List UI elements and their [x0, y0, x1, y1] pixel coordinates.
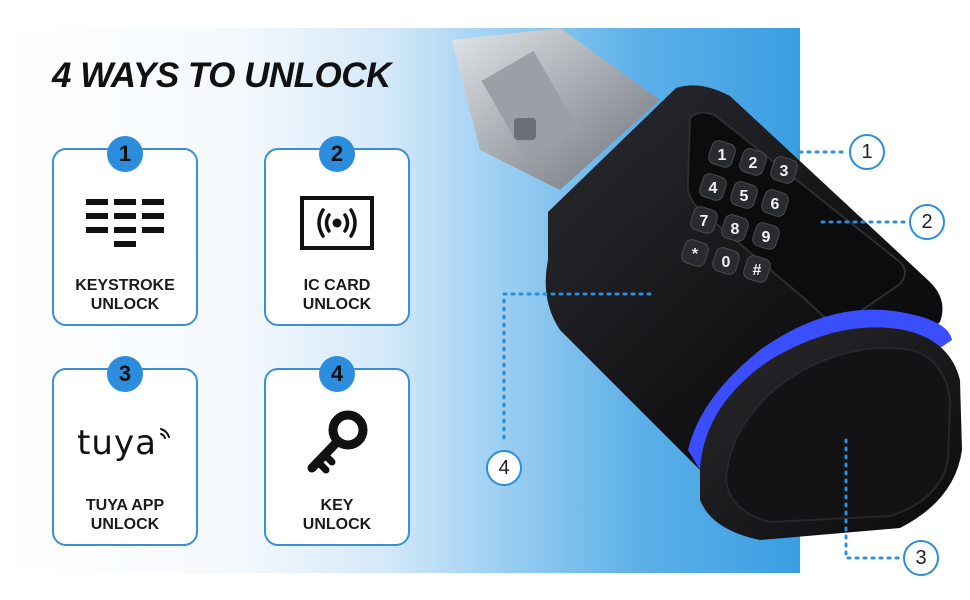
callout-4: 4: [486, 450, 522, 486]
leader-lines: [502, 150, 908, 560]
method-number-badge: 4: [319, 356, 355, 392]
keypad-key: 0: [712, 247, 740, 275]
method-number-badge: 1: [107, 136, 143, 172]
keypad-key-label: #: [753, 262, 762, 279]
keypad-key: 5: [730, 181, 758, 209]
page-title: 4 WAYS TO UNLOCK: [52, 56, 391, 95]
keypad-key-label: 3: [780, 163, 789, 180]
keypad-icon: [54, 188, 196, 258]
method-label: IC CARD UNLOCK: [302, 277, 372, 313]
keypad-key: 4: [699, 173, 727, 201]
lock-end-cap: [700, 327, 962, 540]
wifi-signal-icon: [159, 428, 170, 439]
keypad-key-label: 6: [771, 196, 780, 213]
method-number-badge: 2: [319, 136, 355, 172]
keypad-key-label: 7: [700, 213, 709, 230]
method-label: TUYA APP UNLOCK: [85, 497, 165, 533]
callout-1: 1: [849, 134, 885, 170]
leader-line-4: [502, 292, 652, 446]
leader-line-3: [844, 438, 902, 560]
rfid-card-icon: [266, 188, 408, 258]
callout-3: 3: [903, 540, 939, 576]
keypad-key: *: [681, 239, 709, 267]
method-card-key: 4 KEY UNLOCK: [264, 356, 410, 546]
keypad-key: 1: [708, 140, 736, 168]
keypad-key-label: 1: [718, 147, 727, 164]
method-card-tuya-app: 3 tuya TUYA APP UNLOCK: [52, 356, 198, 546]
keypad-key-label: 4: [709, 180, 718, 197]
method-number-badge: 3: [107, 356, 143, 392]
keypad-key-label: *: [692, 246, 699, 263]
keypad-key-label: 0: [722, 254, 731, 271]
keypad-key: 8: [721, 214, 749, 242]
method-card-keystroke: 1 KEYSTROKE UNLOCK: [52, 136, 198, 326]
method-card-ic-card: 2 IC CARD UNLOCK: [264, 136, 410, 326]
tuya-logo-text: tuya: [77, 423, 157, 463]
keypad: 1 2 3 4 5 6 7 8 9 * 0 #: [681, 140, 798, 283]
tuya-logo: tuya: [54, 408, 196, 478]
keypad-key: #: [743, 255, 771, 283]
lock-cylinder: [452, 28, 660, 190]
keypad-key-label: 8: [731, 221, 740, 238]
keypad-key: 2: [739, 148, 767, 176]
keypad-key-label: 2: [749, 155, 758, 172]
method-label: KEYSTROKE UNLOCK: [75, 277, 175, 313]
key-icon: [266, 408, 408, 478]
method-label: KEY UNLOCK: [302, 497, 372, 533]
keypad-key: 3: [770, 156, 798, 184]
keypad-key-label: 5: [740, 188, 749, 205]
keypad-key-label: 9: [762, 229, 771, 246]
keypad-key: 9: [752, 222, 780, 250]
keypad-key: 7: [690, 206, 718, 234]
keypad-key: 6: [761, 189, 789, 217]
callout-2: 2: [909, 204, 945, 240]
